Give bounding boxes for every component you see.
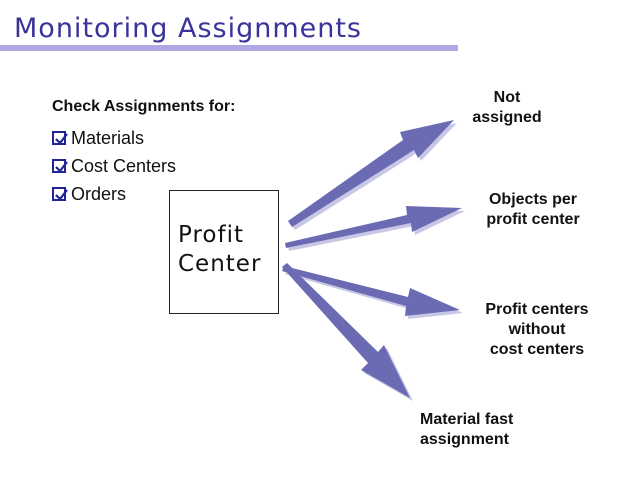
arrow-to-objects-per-profit-center — [285, 206, 465, 251]
target-profit-centers-without-cost-centers: Profit centers without cost centers — [485, 301, 589, 358]
title-underline — [0, 45, 458, 51]
target-objects-per-profit-center: Objects per profit center — [486, 191, 580, 228]
profit-center-label: Profit Center — [178, 222, 262, 277]
check-item-cost-centers: Cost Centers — [52, 152, 176, 180]
check-item-label: Materials — [71, 127, 145, 148]
page-title: Monitoring Assignments — [14, 13, 363, 44]
profit-center-box: Profit Center — [169, 190, 279, 314]
check-item-orders: Orders — [52, 180, 176, 208]
check-item-label: Cost Centers — [71, 155, 177, 176]
arrow-to-material-fast-assignment — [282, 263, 413, 401]
arrow-to-not-assigned — [288, 120, 457, 230]
check-list: Materials Cost Centers Orders — [52, 124, 176, 208]
checkbox-checked-icon — [52, 159, 68, 173]
check-heading: Check Assignments for: — [52, 98, 236, 115]
check-item-materials: Materials — [52, 124, 176, 152]
check-item-label: Orders — [71, 183, 127, 204]
checkbox-checked-icon — [52, 131, 68, 145]
target-not-assigned: Not assigned — [472, 89, 542, 126]
checkbox-checked-icon — [52, 187, 68, 201]
arrow-to-profit-centers-without-cost-centers — [282, 266, 463, 319]
target-material-fast-assignment: Material fast assignment — [420, 411, 514, 448]
